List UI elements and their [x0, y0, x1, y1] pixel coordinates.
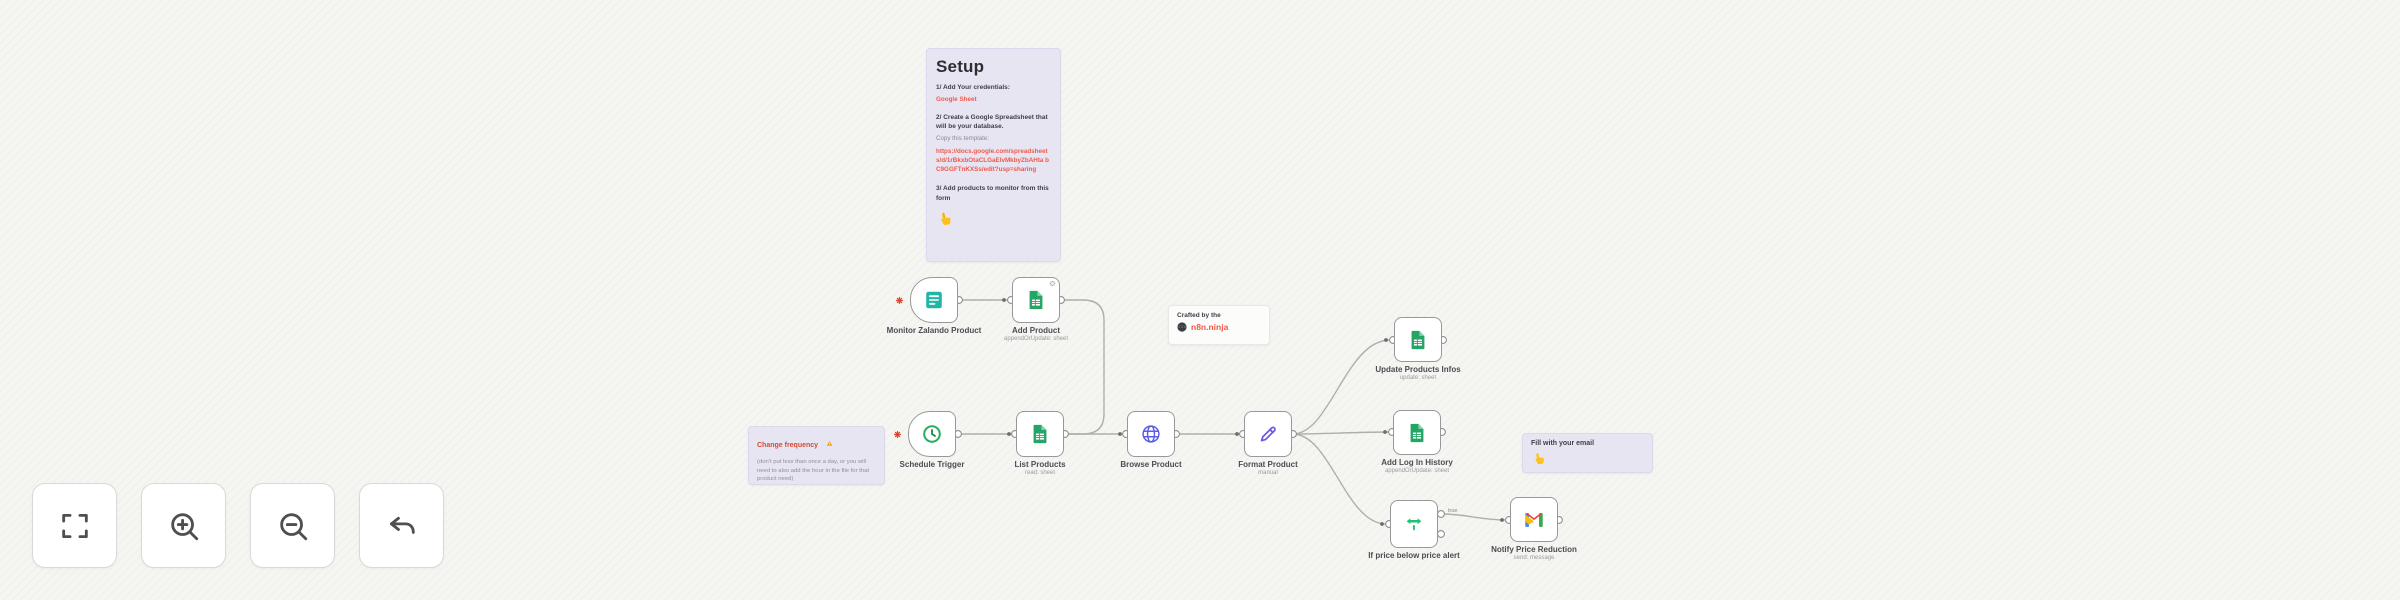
connection: [1440, 513, 1507, 521]
node-subtitle: manual: [1258, 470, 1278, 476]
node-add-product[interactable]: Add Product appendOrUpdate: sheet: [1004, 277, 1068, 342]
node-list-products[interactable]: List Products read: sheet: [1014, 411, 1066, 476]
fit-view-icon: [61, 513, 88, 538]
globe-icon: [1142, 425, 1160, 443]
node-schedule-trigger[interactable]: Schedule Trigger: [894, 411, 964, 469]
fit-view-button[interactable]: [32, 483, 117, 568]
gmail-icon: [1525, 512, 1543, 527]
setup-step3: 3/ Add products to monitor from this for…: [936, 185, 1049, 202]
node-monitor-zalando-product[interactable]: Monitor Zalando Product: [887, 277, 981, 335]
clock-icon: [923, 425, 941, 443]
frequency-title: Change frequency: [757, 442, 819, 449]
sticky-setup-title: Setup: [936, 57, 985, 76]
node-label: Format Product: [1238, 460, 1298, 469]
setup-template-url-link[interactable]: https://docs.google.com/spreadsheets/d/1…: [936, 148, 1050, 174]
gear-icon: [1049, 280, 1056, 287]
node-add-log-in-history[interactable]: Add Log In History appendOrUpdate: sheet: [1381, 410, 1453, 474]
zoom-in-icon: [170, 512, 198, 540]
node-label: Add Product: [1012, 326, 1060, 335]
connection: [1292, 431, 1390, 435]
canvas-controls: [32, 483, 444, 568]
node-subtitle: appendOrUpdate: sheet: [1384, 468, 1450, 474]
node-label: If price below price alert: [1368, 551, 1460, 560]
node-subtitle: appendOrUpdate: sheet: [1003, 336, 1069, 342]
sticky-crafted[interactable]: Crafted by the n8n.ninja: [1168, 305, 1270, 345]
node-label: List Products: [1014, 460, 1066, 469]
connection: [1292, 339, 1391, 435]
crafted-text: Crafted by the: [1177, 312, 1221, 319]
node-subtitle: send: message: [1513, 555, 1555, 561]
pencil-icon: [1260, 426, 1276, 442]
pointing-down-icon: [941, 212, 951, 225]
setup-google-sheet-link[interactable]: Google Sheet: [936, 96, 977, 104]
node-browse-product[interactable]: Browse Product: [1120, 411, 1182, 469]
if-signpost-icon: [1406, 518, 1422, 531]
zoom-out-button[interactable]: [250, 483, 335, 568]
node-issue-indicator: [896, 297, 903, 304]
node-subtitle: update: sheet: [1399, 375, 1437, 381]
setup-step2: 2/ Create a Google Spreadsheet that will…: [936, 114, 1048, 131]
node-format-product[interactable]: Format Product manual: [1238, 411, 1298, 476]
ninja-icon: [1177, 322, 1187, 332]
node-label: Notify Price Reduction: [1491, 545, 1577, 554]
undo-arrow-icon: [389, 516, 415, 534]
node-label: Browse Product: [1120, 460, 1182, 469]
google-sheets-icon: [1410, 423, 1424, 442]
node-label: Monitor Zalando Product: [886, 326, 982, 335]
frequency-body: (don't put less than once a day, or you …: [757, 459, 869, 483]
n8n-ninja-link[interactable]: n8n.ninja: [1191, 322, 1229, 332]
node-if-price-below-alert[interactable]: If price below price alert: [1368, 500, 1460, 560]
google-sheets-icon: [1411, 330, 1425, 349]
sticky-fill-email[interactable]: Fill with your email: [1522, 433, 1653, 473]
sticky-setup[interactable]: Setup 1/ Add Your credentials: Google Sh…: [926, 48, 1061, 262]
node-issue-indicator: [894, 431, 901, 438]
pointing-down-icon: [1535, 453, 1544, 465]
google-sheets-icon: [1029, 290, 1043, 310]
form-trigger-icon: [926, 291, 942, 309]
node-label: Update Products Infos: [1375, 365, 1461, 374]
fill-email-title: Fill with your email: [1531, 440, 1595, 447]
connection-true-label: true: [1448, 508, 1458, 514]
node-subtitle: read: sheet: [1024, 470, 1056, 476]
google-sheets-icon: [1033, 424, 1047, 444]
warning-icon: [826, 440, 832, 446]
reset-button[interactable]: [359, 483, 444, 568]
node-notify-price-reduction[interactable]: Notify Price Reduction send: message: [1491, 497, 1577, 561]
node-label: Schedule Trigger: [899, 460, 965, 469]
setup-copy-label: Copy this template:: [936, 135, 989, 143]
zoom-out-icon: [279, 512, 307, 540]
sticky-change-frequency[interactable]: Change frequency (don't put less than on…: [748, 426, 885, 485]
zoom-in-button[interactable]: [141, 483, 226, 568]
setup-step1: 1/ Add Your credentials:: [936, 84, 1010, 91]
node-update-products-infos[interactable]: Update Products Infos update: sheet: [1375, 317, 1461, 381]
connection: [1292, 433, 1387, 525]
node-label: Add Log In History: [1381, 458, 1453, 467]
